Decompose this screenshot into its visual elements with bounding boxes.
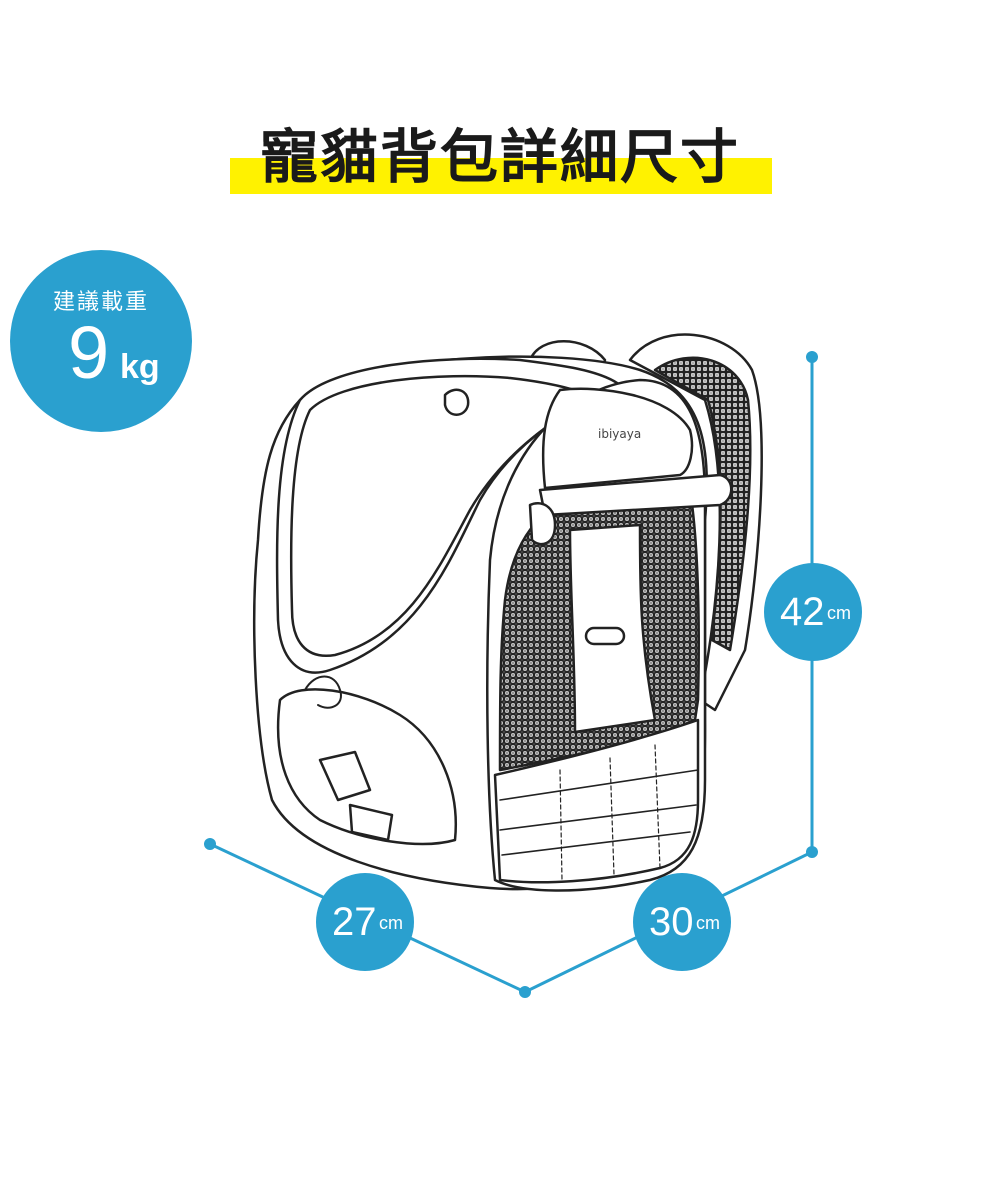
front-logo-area [541,387,694,490]
weight-unit: kg [120,348,160,386]
buckle [584,626,626,646]
height-unit: cm [827,603,851,623]
top-flap [275,357,622,674]
depth-end-dot [204,838,216,850]
corner-dot [519,986,531,998]
weight-label: 建議載重 [52,290,149,315]
height-badge: 42 cm [764,563,862,661]
height-value: 42 [780,590,825,634]
width-unit: cm [696,913,720,933]
width-badge: 30 cm [633,873,731,971]
page-title: 寵貓背包詳細尺寸 [259,123,740,191]
top-flap-inner [289,374,597,658]
title-area: 寵貓背包詳細尺寸 [0,118,1000,198]
depth-value: 27 [332,900,377,944]
roll-cover [538,473,733,517]
depth-badge: 27 cm [316,873,414,971]
zipper-pull [304,675,342,709]
weight-value: 9 [68,311,110,394]
height-bottom-dot [806,846,818,858]
width-value: 30 [649,900,694,944]
bottom-pocket [493,718,700,884]
side-pocket [276,688,457,846]
brand-logo: ibiyaya [598,427,641,441]
title-highlight-bar [230,158,772,194]
side-pocket-window [318,750,372,802]
roll-end [528,501,557,546]
side-pocket-label [348,803,394,842]
weight-badge: 建議載重 9 kg [10,250,192,432]
height-top-dot [806,351,818,363]
depth-unit: cm [379,913,403,933]
toggle-pull [443,388,470,416]
